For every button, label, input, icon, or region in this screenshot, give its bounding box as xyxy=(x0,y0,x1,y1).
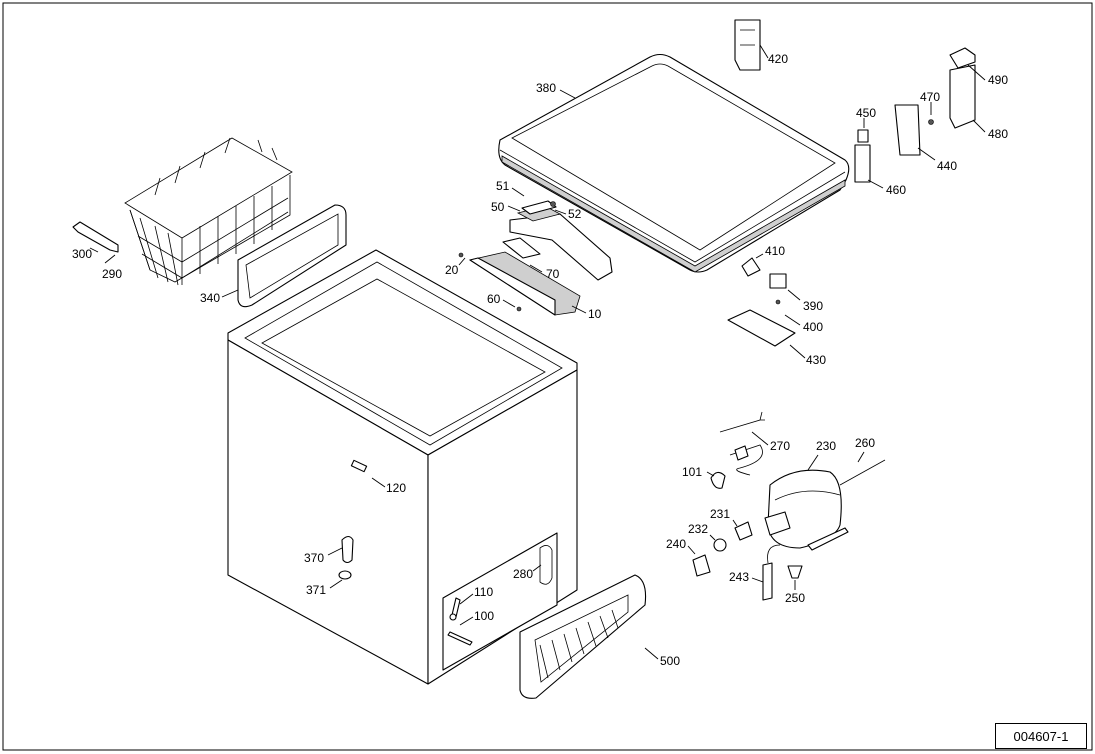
callout-60: 60 xyxy=(487,292,501,306)
part-460 xyxy=(854,144,871,183)
part-270 xyxy=(719,411,765,476)
leader-lines xyxy=(89,44,986,660)
callout-290: 290 xyxy=(102,267,122,281)
callout-300: 300 xyxy=(72,247,92,261)
callout-120: 120 xyxy=(386,481,406,495)
part-480 xyxy=(949,64,976,129)
callout-380: 380 xyxy=(536,81,556,95)
part-handle xyxy=(509,213,613,281)
part-250 xyxy=(787,565,803,579)
part-grille xyxy=(519,574,647,699)
part-232 xyxy=(713,538,727,552)
part-410 xyxy=(741,257,761,277)
callout-50: 50 xyxy=(491,200,505,214)
callout-450: 450 xyxy=(856,106,876,120)
callout-232: 232 xyxy=(688,522,708,536)
part-240 xyxy=(692,554,711,577)
callout-430: 430 xyxy=(806,353,826,367)
callout-labels: 420 380 490 470 480 450 440 460 51 50 52… xyxy=(72,52,1008,668)
part-51 xyxy=(521,200,557,215)
callout-340: 340 xyxy=(200,291,220,305)
part-basket-clip xyxy=(72,221,119,253)
callout-370: 370 xyxy=(304,551,324,565)
part-basket xyxy=(124,137,293,286)
callout-101: 101 xyxy=(682,465,702,479)
callout-400: 400 xyxy=(803,320,823,334)
callout-100: 100 xyxy=(474,609,494,623)
callout-280: 280 xyxy=(513,567,533,581)
callout-270: 270 xyxy=(770,439,790,453)
callout-52: 52 xyxy=(568,207,582,221)
part-cabinet xyxy=(227,249,578,685)
part-430 xyxy=(727,309,796,347)
part-231 xyxy=(734,521,753,541)
callout-371: 371 xyxy=(306,583,326,597)
callout-470: 470 xyxy=(920,90,940,104)
callout-250: 250 xyxy=(785,591,805,605)
part-450 xyxy=(857,129,869,143)
callout-10: 10 xyxy=(588,307,602,321)
part-490 xyxy=(949,47,976,69)
callout-410: 410 xyxy=(765,244,785,258)
callout-230: 230 xyxy=(816,439,836,453)
callout-243: 243 xyxy=(729,570,749,584)
part-243 xyxy=(762,562,773,601)
callout-420: 420 xyxy=(768,52,788,66)
part-101 xyxy=(710,471,726,489)
callout-500: 500 xyxy=(660,654,680,668)
callout-240: 240 xyxy=(666,537,686,551)
part-divider xyxy=(237,204,347,308)
document-number: 004607-1 xyxy=(995,723,1087,749)
callout-490: 490 xyxy=(988,73,1008,87)
callout-390: 390 xyxy=(803,299,823,313)
part-390 xyxy=(769,273,787,289)
callout-70: 70 xyxy=(546,267,560,281)
part-70 xyxy=(502,237,541,259)
callout-440: 440 xyxy=(937,159,957,173)
callout-51: 51 xyxy=(496,179,510,193)
callout-110: 110 xyxy=(474,585,493,599)
callout-460: 460 xyxy=(886,183,906,197)
callout-20: 20 xyxy=(445,263,459,277)
callout-480: 480 xyxy=(988,127,1008,141)
callout-231: 231 xyxy=(710,507,730,521)
callout-260: 260 xyxy=(855,436,875,450)
part-lid xyxy=(498,53,850,273)
part-440 xyxy=(894,104,921,156)
